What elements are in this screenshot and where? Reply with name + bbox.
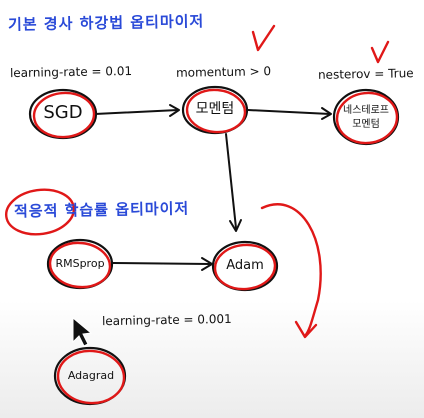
momentum-node-label: 모멘텀 — [195, 101, 235, 117]
red-check-mark-right — [370, 40, 390, 64]
learning-rate-annotation-bottom: learning-rate = 0.001 — [101, 311, 232, 329]
red-curved-arrow — [260, 203, 322, 338]
adam-red-circle — [213, 243, 277, 291]
red-check-mark-top — [251, 24, 276, 52]
arrow-momentum-to-adam — [225, 133, 237, 229]
momentum-red-circle — [185, 88, 247, 134]
sgd-node-label: SGD — [43, 102, 83, 123]
red-curved-arrowhead — [294, 320, 318, 339]
adam-node-label: Adam — [226, 258, 264, 273]
arrowhead-momentum-to-adam — [229, 219, 242, 232]
adagrad-red-circle — [56, 349, 126, 405]
sgd-red-circle — [32, 91, 96, 139]
momentum-parameter-annotation: momentum > 0 — [175, 64, 272, 80]
nesterov-red-circle — [335, 91, 399, 145]
arrowhead-momentum-to-nesterov — [321, 107, 332, 120]
nesterov-parameter-annotation: nesterov = True — [317, 66, 414, 82]
arrow-pointer-cursor-icon — [72, 316, 93, 347]
rmsprop-node-label: RMSprop — [55, 257, 105, 270]
adagrad-node-label: Adagrad — [67, 369, 115, 382]
adaptive-optimizers-heading: 적응적 학습률 옵티마이저 — [13, 199, 190, 221]
rmsprop-red-circle — [48, 241, 112, 289]
learning-rate-annotation-top: learning-rate = 0.01 — [9, 63, 133, 81]
nesterov-node-label-text: 네스테로프 모멘텀 — [343, 105, 389, 130]
arrow-sgd-to-momentum — [94, 109, 179, 115]
arrowhead-sgd-to-momentum — [169, 104, 180, 117]
adaptive-heading-red-circle — [4, 188, 76, 236]
basic-optimizers-heading: 기본 경사 하강법 옵티마이저 — [7, 12, 205, 34]
nesterov-node-label: 네스테로프 모멘텀 — [338, 104, 394, 131]
arrow-rmsprop-to-adam — [112, 262, 211, 265]
arrow-momentum-to-nesterov — [247, 109, 331, 115]
